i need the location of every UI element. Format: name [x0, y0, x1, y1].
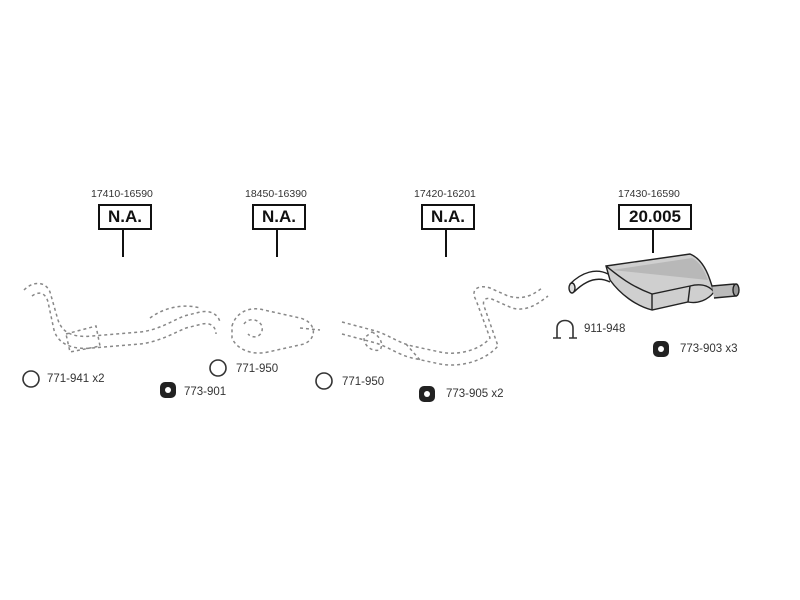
- rear-silencer-drawing: [568, 253, 740, 311]
- ring-gasket-icon[interactable]: [315, 372, 333, 390]
- rubber-mount-icon[interactable]: [160, 382, 176, 398]
- ring-gasket-icon[interactable]: [22, 370, 40, 388]
- accessory-label: 773-903 x3: [680, 343, 738, 355]
- rubber-mount-icon[interactable]: [653, 341, 669, 357]
- part-number-label: 17430-16590: [618, 188, 680, 200]
- leader-line: [445, 228, 447, 257]
- accessory-label: 773-905 x2: [446, 388, 504, 400]
- accessory-label: 771-941 x2: [47, 373, 105, 385]
- middle-pipe-drawing: [341, 286, 549, 366]
- catalyst-drawing: [231, 308, 321, 354]
- price-box-middle-pipe[interactable]: N.A.: [421, 204, 475, 230]
- price-box-rear-silencer[interactable]: 20.005: [618, 204, 692, 230]
- leader-line: [122, 228, 124, 257]
- leader-line: [276, 228, 278, 257]
- accessory-label: 771-950: [342, 376, 385, 388]
- part-number-label: 18450-16390: [245, 188, 307, 200]
- front-pipe-drawing: [23, 282, 221, 353]
- ring-gasket-icon[interactable]: [209, 359, 227, 377]
- accessory-label: 773-901: [184, 386, 227, 398]
- accessory-label: 771-950: [236, 363, 279, 375]
- price-box-front-pipe[interactable]: N.A.: [98, 204, 152, 230]
- u-clamp-icon[interactable]: [553, 319, 577, 339]
- price-box-catalyst[interactable]: N.A.: [252, 204, 306, 230]
- part-number-label: 17410-16590: [91, 188, 153, 200]
- rubber-mount-icon[interactable]: [419, 386, 435, 402]
- accessory-label: 911-948: [584, 323, 626, 335]
- part-number-label: 17420-16201: [414, 188, 476, 200]
- leader-line: [652, 228, 654, 253]
